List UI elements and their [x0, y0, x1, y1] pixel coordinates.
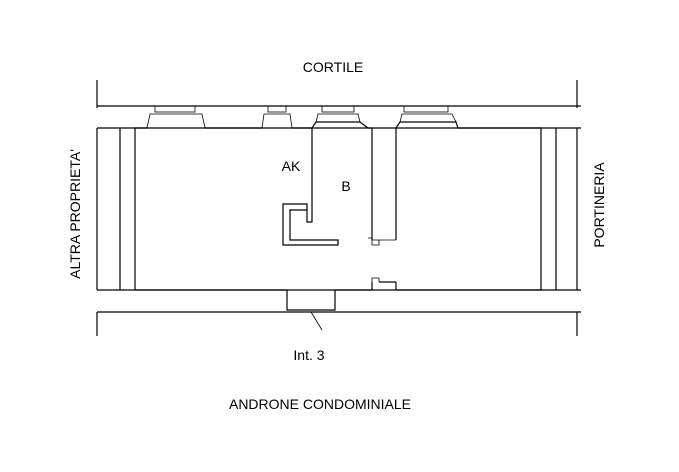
label-right: PORTINERIA [591, 162, 607, 248]
label-left: ALTRA PROPRIETA' [67, 149, 83, 279]
outer-walls [96, 80, 581, 336]
entrance-label: Int. 3 [293, 347, 324, 363]
interior-walls [134, 121, 542, 291]
room-label-ak: AK [282, 158, 301, 174]
entrance-door [286, 290, 336, 331]
windows [146, 105, 457, 129]
label-bottom: ANDRONE CONDOMINIALE [229, 396, 411, 412]
room-label-b: B [341, 178, 350, 194]
label-top: CORTILE [303, 59, 363, 75]
